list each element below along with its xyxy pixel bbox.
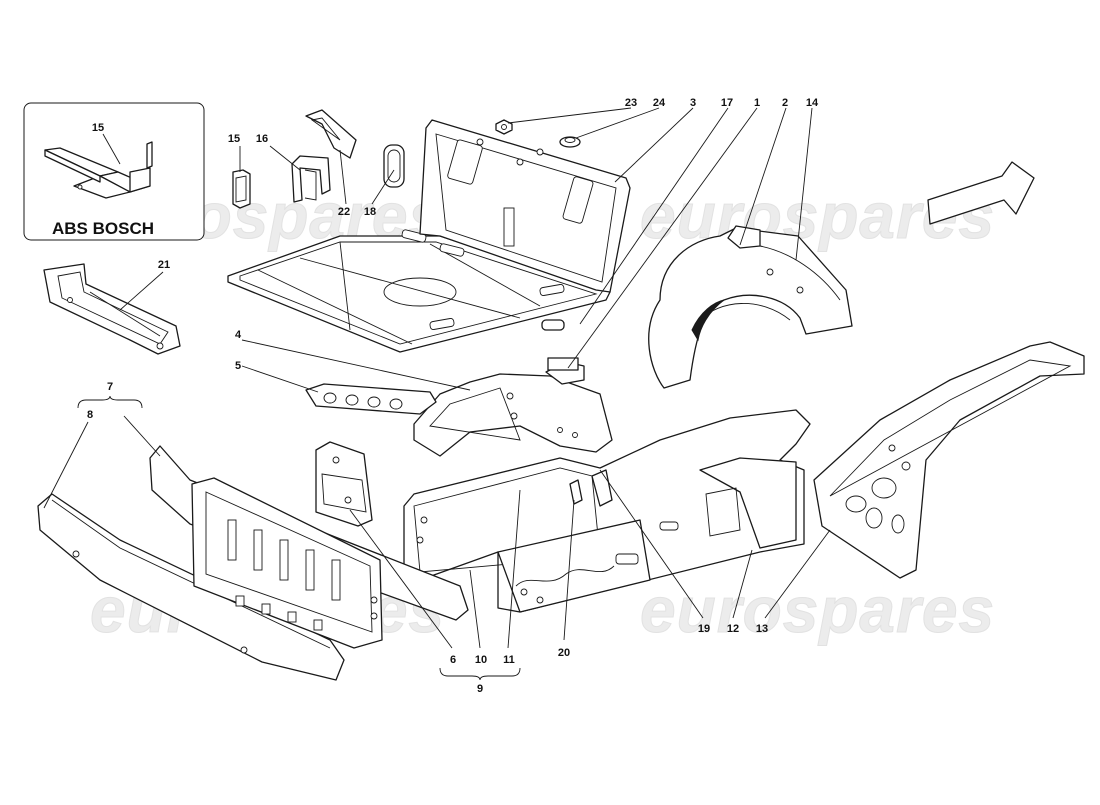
callout-23: 23 bbox=[625, 97, 637, 109]
part-20-stud bbox=[569, 479, 583, 505]
callout-24: 24 bbox=[653, 97, 666, 109]
callout-16: 16 bbox=[256, 133, 268, 145]
callout-3: 3 bbox=[690, 97, 696, 109]
callout-17: 17 bbox=[721, 97, 733, 109]
callout-5: 5 bbox=[235, 360, 241, 372]
callout-7: 7 bbox=[107, 381, 113, 393]
callout-22: 22 bbox=[338, 206, 350, 218]
callout-6: 6 bbox=[450, 654, 456, 666]
part-5-bracket bbox=[305, 383, 437, 415]
callout-13: 13 bbox=[756, 623, 768, 635]
part-15-bracket bbox=[232, 169, 251, 209]
callout-12: 12 bbox=[727, 623, 739, 635]
part-23-nut bbox=[495, 119, 513, 135]
callout-14: 14 bbox=[806, 97, 819, 109]
watermark-text: eurospares bbox=[640, 574, 995, 646]
inset-title: ABS BOSCH bbox=[52, 219, 154, 238]
callout-21: 21 bbox=[158, 259, 170, 271]
part-4-crossmember bbox=[413, 357, 613, 457]
part-14-wheelhouse bbox=[648, 225, 853, 389]
part-16-clip bbox=[291, 155, 331, 203]
part-7-radiator-support bbox=[149, 445, 469, 649]
part-17-plug bbox=[541, 319, 565, 331]
callout-labels: 23 24 3 17 1 2 14 15 16 22 18 21 4 5 7 8… bbox=[87, 97, 819, 695]
part-8-front-beam bbox=[37, 493, 345, 681]
callout-8: 8 bbox=[87, 409, 93, 421]
callout-15-inset: 15 bbox=[92, 122, 104, 134]
callout-10: 10 bbox=[475, 654, 487, 666]
part-9-floor-frame bbox=[403, 409, 811, 613]
part-24-grommet bbox=[559, 136, 581, 148]
callout-4: 4 bbox=[235, 329, 242, 341]
leader-lines bbox=[43, 107, 831, 681]
callout-1: 1 bbox=[754, 97, 760, 109]
callout-19: 19 bbox=[698, 623, 710, 635]
part-22-plate bbox=[305, 109, 357, 159]
radiator-slots bbox=[227, 519, 341, 631]
callout-15: 15 bbox=[228, 133, 240, 145]
abs-bosch-inset: 15 ABS BOSCH bbox=[23, 102, 205, 241]
inset-bracket-drawing bbox=[44, 141, 153, 199]
part-13-side-panel bbox=[813, 341, 1085, 579]
callout-9: 9 bbox=[477, 683, 483, 695]
callout-18: 18 bbox=[364, 206, 376, 218]
front-direction-arrow-icon bbox=[927, 161, 1035, 225]
callout-11: 11 bbox=[503, 654, 515, 666]
callout-2: 2 bbox=[782, 97, 788, 109]
part-21-support bbox=[43, 263, 181, 355]
part-3-floor-assembly bbox=[227, 119, 631, 353]
part-6-bracket bbox=[315, 441, 373, 527]
callout-20: 20 bbox=[558, 647, 570, 659]
part-18-pad bbox=[383, 144, 405, 188]
